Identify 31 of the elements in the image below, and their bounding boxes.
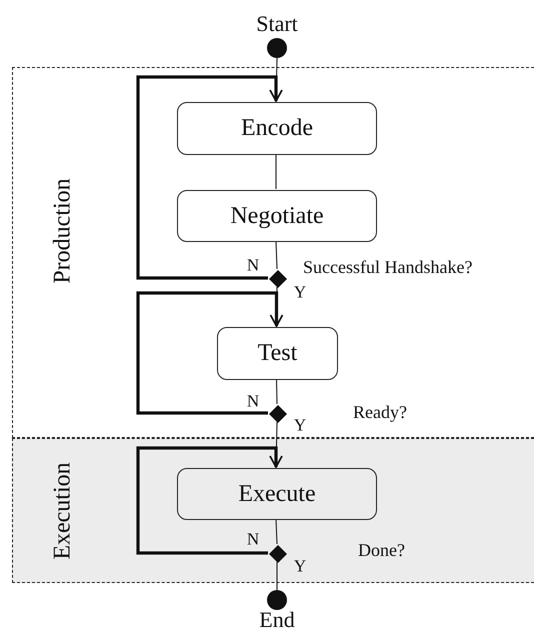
decision-question: Ready? — [353, 403, 407, 423]
edge-label: Y — [294, 416, 306, 434]
edge-label: Y — [294, 558, 306, 574]
process-box: Test — [217, 327, 338, 380]
decision-question: Successful Handshake? — [303, 258, 472, 278]
edge-label: N — [246, 392, 260, 410]
loop-arrow — [136, 446, 283, 555]
process-box: Encode — [177, 102, 377, 155]
edge-label: Y — [294, 284, 306, 300]
edge-label: N — [246, 530, 260, 548]
loop-arrow — [136, 75, 283, 280]
terminal-dot — [267, 590, 287, 610]
swimlane-band — [12, 67, 534, 438]
decision-diamond — [269, 270, 287, 288]
edge-label: N — [246, 256, 260, 274]
flow-line — [276, 240, 278, 270]
loop-arrow — [136, 291, 284, 415]
lane-label: Production — [50, 178, 76, 284]
flow-line — [276, 562, 278, 590]
process-box: Negotiate — [177, 190, 377, 242]
flow-line — [276, 518, 278, 544]
decision-diamond — [269, 545, 287, 563]
decision-question: Done? — [358, 541, 405, 561]
process-box: Execute — [177, 468, 377, 520]
terminal-dot — [267, 38, 287, 58]
terminal-label: Start — [256, 12, 298, 36]
swimlane-band — [12, 438, 534, 583]
terminal-label: End — [259, 608, 295, 632]
decision-diamond — [269, 405, 287, 423]
lane-label: Execution — [50, 462, 76, 560]
flow-line — [276, 378, 278, 404]
